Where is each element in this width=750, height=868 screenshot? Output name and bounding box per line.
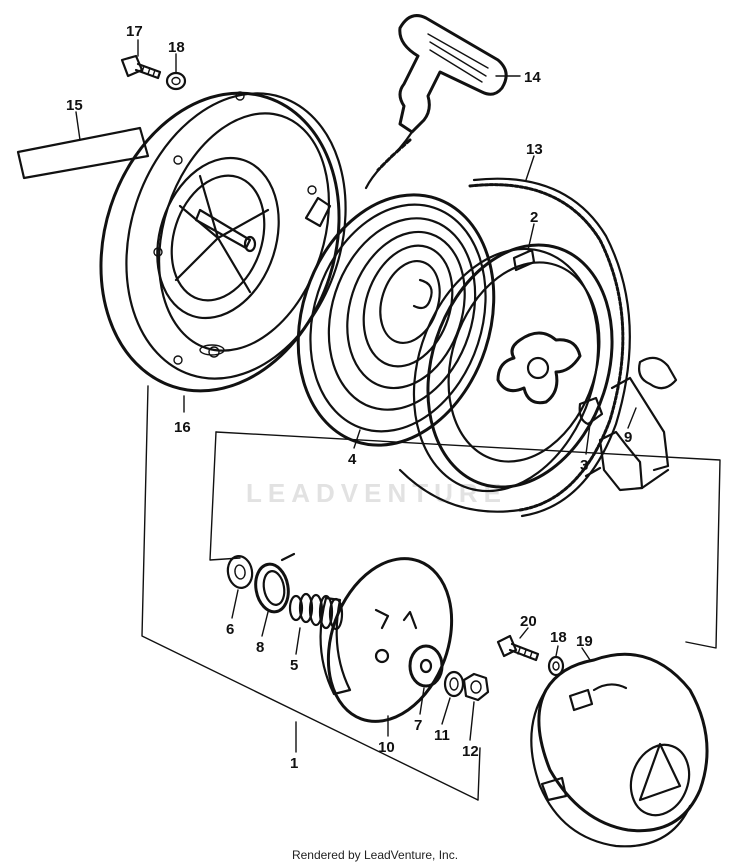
leader-lines bbox=[75, 39, 637, 753]
assembly-bracket-lines bbox=[141, 385, 721, 801]
part-12-nut bbox=[462, 672, 490, 702]
part-16-starter-housing bbox=[99, 91, 347, 393]
callout-9: 9 bbox=[624, 429, 632, 446]
callout-17: 17 bbox=[126, 23, 143, 40]
callout-2: 2 bbox=[530, 209, 538, 226]
part-8-spring-clip bbox=[254, 552, 296, 614]
callout-13: 13 bbox=[526, 141, 543, 158]
callout-18-top: 18 bbox=[168, 39, 185, 56]
part-3-pawl bbox=[578, 396, 604, 426]
callout-11: 11 bbox=[434, 727, 450, 744]
part-4-recoil-spring bbox=[296, 193, 496, 447]
part-18-washer-lower bbox=[547, 655, 565, 677]
part-6-washer bbox=[226, 555, 254, 589]
part-17-bolt bbox=[120, 54, 162, 80]
callout-8: 8 bbox=[256, 639, 264, 656]
callout-3: 3 bbox=[580, 457, 588, 474]
callout-5: 5 bbox=[290, 657, 298, 674]
callout-16: 16 bbox=[174, 419, 191, 436]
part-15-label-strip bbox=[16, 126, 150, 180]
callout-4: 4 bbox=[348, 451, 357, 468]
part-9-ratchet-spring bbox=[584, 356, 678, 492]
callout-18-lower: 18 bbox=[550, 629, 567, 646]
part-11-lock-washer bbox=[443, 670, 465, 698]
callout-19: 19 bbox=[576, 633, 593, 650]
callout-10: 10 bbox=[378, 739, 395, 756]
part-10-friction-plate bbox=[319, 557, 454, 723]
callout-7: 7 bbox=[414, 717, 422, 734]
callout-1: 1 bbox=[290, 755, 298, 772]
part-7-washer bbox=[408, 644, 444, 688]
part-18-washer-top bbox=[165, 71, 187, 91]
part-20-bolt bbox=[496, 634, 540, 662]
watermark: LEADVENTURE bbox=[246, 478, 507, 508]
callout-15: 15 bbox=[66, 97, 83, 114]
callout-12: 12 bbox=[462, 743, 479, 760]
part-14-starter-handle bbox=[364, 14, 508, 190]
callout-14: 14 bbox=[524, 69, 541, 86]
callout-20: 20 bbox=[520, 613, 537, 630]
part-5-spring bbox=[288, 592, 344, 631]
callout-6: 6 bbox=[226, 621, 234, 638]
part-13-rope bbox=[398, 177, 631, 518]
footer-credit: Rendered by LeadVenture, Inc. bbox=[291, 848, 459, 862]
part-2-pulley-reel bbox=[412, 243, 614, 493]
part-19-cover bbox=[530, 652, 709, 848]
callout-labels: 17 18 14 15 13 2 16 9 4 3 6 20 18 19 8 5… bbox=[66, 23, 632, 772]
